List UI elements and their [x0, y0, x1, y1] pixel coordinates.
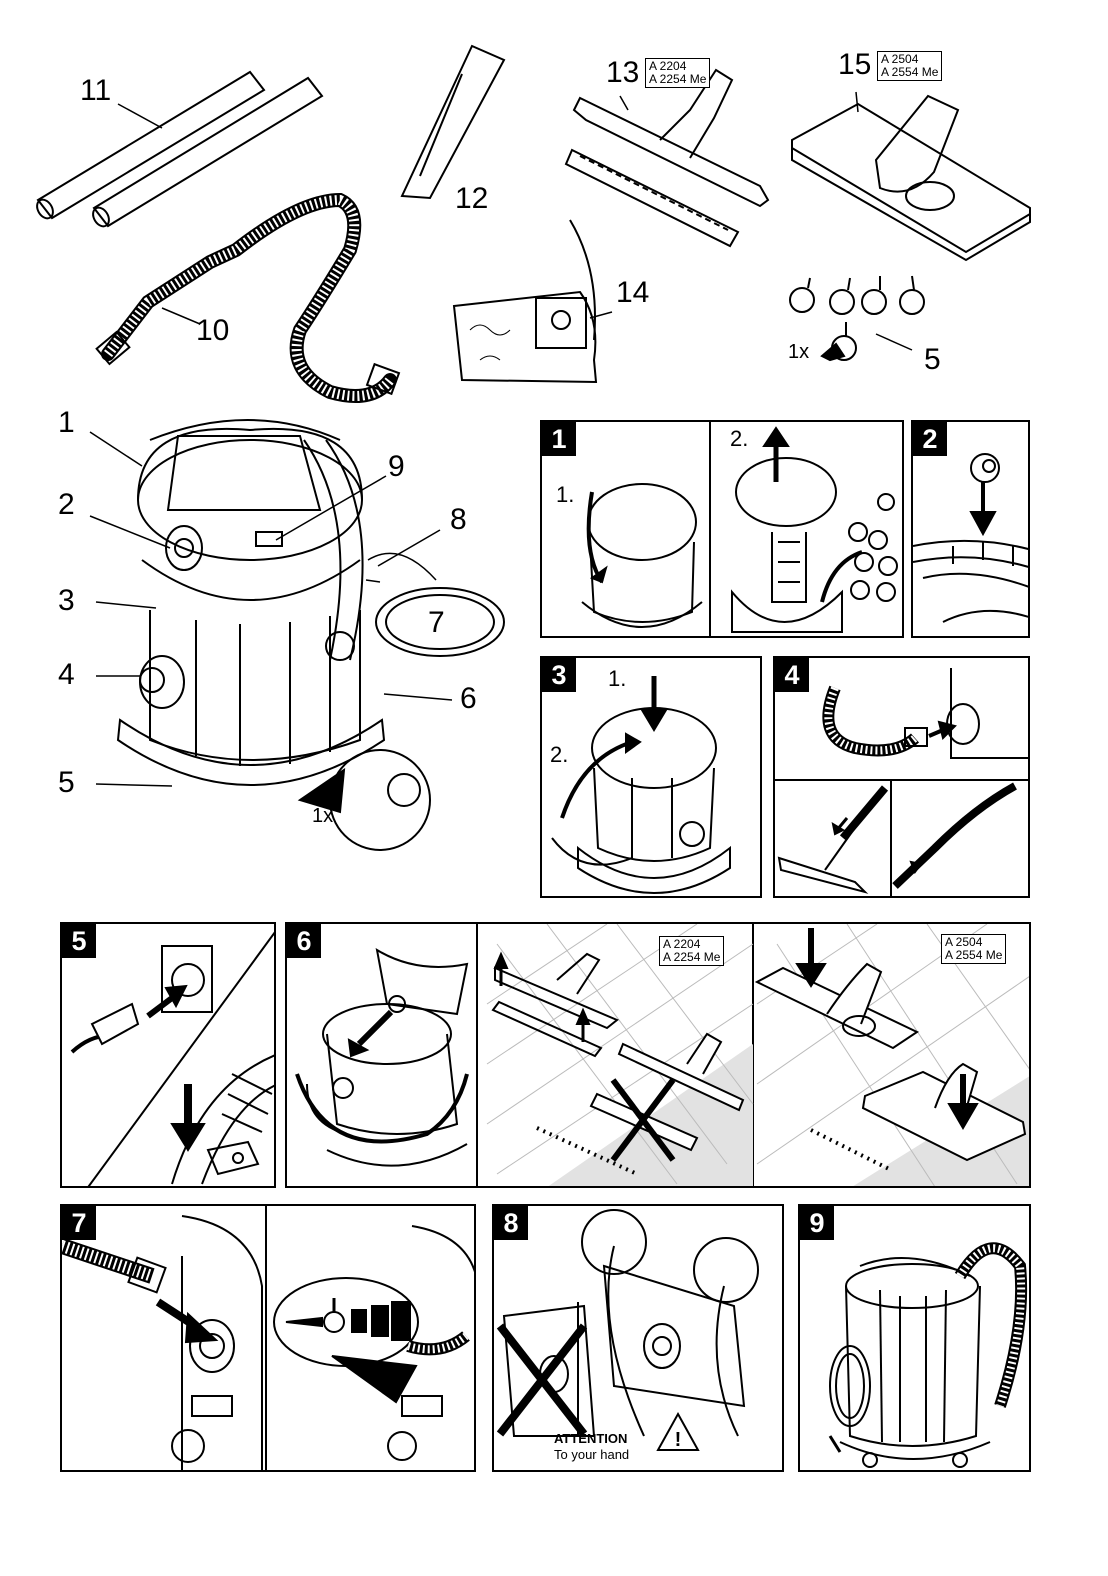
panel-6-number: 6 [287, 924, 321, 958]
panel-5-number: 5 [62, 924, 96, 958]
panel-6-model-box-b: A 2504 A 2554 Me [941, 934, 1006, 964]
panel-2-number: 2 [913, 422, 947, 456]
panel-7-number: 7 [62, 1206, 96, 1240]
quantity-label: 1x [788, 342, 809, 362]
panel-4: 4 [773, 656, 1030, 898]
model-box-15: A 2504 A 2554 Me [877, 51, 942, 81]
panel-6-model-box-a: A 2204 A 2254 Me [659, 936, 724, 966]
panel-3-step-1: 1. [608, 668, 626, 690]
part-label-5: 5 [58, 768, 75, 798]
warning-triangle-icon: ! [658, 1414, 698, 1451]
part-label-8: 8 [450, 505, 467, 535]
panel-3-step-2: 2. [550, 744, 568, 766]
quantity-label-main: 1x [312, 806, 333, 826]
part-label-9: 9 [388, 452, 405, 482]
suction-tube-left [34, 72, 264, 221]
panel-5: 5 [60, 922, 276, 1188]
part-label-15: 15 [838, 50, 871, 80]
model-a2554: A 2554 Me [881, 66, 938, 79]
panel-6: 6 [285, 922, 1031, 1188]
panel-3-number: 3 [542, 658, 576, 692]
part-label-4: 4 [58, 660, 75, 690]
panel-8: 8 ! ATTENTION To your hand [492, 1204, 784, 1472]
panel-2: 2 [911, 420, 1030, 638]
panel-1-number: 1 [542, 422, 576, 456]
warning-subtitle: To your hand [554, 1448, 629, 1462]
part-label-14: 14 [616, 278, 649, 308]
panel-1: 1 1. 2. [540, 420, 904, 638]
part-label-10: 10 [196, 316, 229, 346]
warning-title: ATTENTION [554, 1432, 627, 1446]
part-label-3: 3 [58, 586, 75, 616]
part-label-11: 11 [80, 76, 111, 106]
suction-tube-right [90, 78, 322, 229]
panel-6-model-a2254: A 2254 Me [663, 951, 720, 964]
panel-4-number: 4 [775, 658, 809, 692]
part-label-7: 7 [428, 608, 445, 638]
part-label-1: 1 [58, 408, 75, 438]
panel-9: 9 [798, 1204, 1031, 1472]
panel-9-number: 9 [800, 1206, 834, 1240]
panel-6-model-a2554: A 2554 Me [945, 949, 1002, 962]
castor-wheels [790, 276, 924, 360]
part-label-2: 2 [58, 490, 75, 520]
model-box-13: A 2204 A 2254 Me [645, 58, 710, 88]
part-label-5-wheels: 5 [924, 345, 941, 375]
panel-3: 3 1. 2. [540, 656, 762, 898]
panel-1-step-2: 2. [730, 428, 748, 450]
panel-1-step-1: 1. [556, 484, 574, 506]
part-label-13: 13 [606, 58, 639, 88]
part-label-12: 12 [455, 184, 488, 214]
panel-7: 7 [60, 1204, 476, 1472]
svg-text:!: ! [675, 1429, 682, 1451]
model-a2254: A 2254 Me [649, 73, 706, 86]
part-label-6: 6 [460, 684, 477, 714]
panel-8-number: 8 [494, 1206, 528, 1240]
